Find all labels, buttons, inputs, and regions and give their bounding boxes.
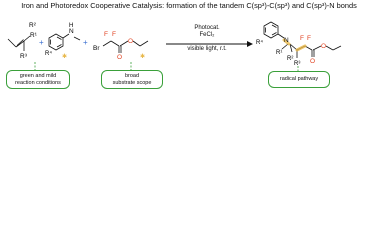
- product-structure: [263, 21, 342, 58]
- ester-f2: F: [112, 31, 116, 38]
- product-r4: R⁴: [256, 39, 263, 46]
- aniline-h: H: [69, 23, 73, 29]
- sparkle-icon-2: ✱: [140, 53, 145, 60]
- product-r1: R¹: [276, 50, 282, 56]
- aniline-structure: [48, 33, 81, 51]
- ester-structure: [102, 40, 149, 53]
- aniline-r4: R⁴: [45, 50, 52, 57]
- ester-o-single: O: [128, 38, 133, 45]
- product-o-double: O: [310, 58, 315, 65]
- page-title: Iron and Photoredox Cooperative Catalysi…: [21, 1, 357, 10]
- highlight-box-scope: broad substrate scope: [101, 70, 163, 89]
- highlight-cn-bond: [282, 38, 291, 46]
- alkene-r1: R¹: [30, 32, 38, 39]
- highlight-cc-bond: [295, 44, 307, 52]
- product-f2: F: [307, 35, 311, 42]
- product-r3: R³: [294, 61, 300, 67]
- reaction-scheme: R¹ R² R³ + N H R⁴ + Br F F O O: [7, 21, 342, 71]
- highlight-scope-line2: substrate scope: [112, 79, 152, 86]
- alkene-r2: R²: [29, 22, 37, 29]
- alkene-structure: [7, 35, 31, 51]
- highlight-scope-line1: broad: [124, 73, 140, 80]
- reaction-arrow: [166, 41, 253, 47]
- highlight-green-line1: green and mild: [19, 73, 57, 80]
- sparkle-icon: ✱: [62, 53, 67, 60]
- product-r2: R²: [287, 56, 293, 62]
- highlight-box-green-mild: green and mild reaction conditions: [6, 70, 70, 89]
- condition-fecl2: FeCl₂: [199, 32, 215, 38]
- condition-photocat: Photocat.: [194, 25, 220, 31]
- aniline-n: N: [69, 28, 74, 35]
- product-o-single: O: [321, 43, 326, 50]
- condition-visible-light: visible light, r.t.: [187, 46, 227, 52]
- alkene-r3: R³: [20, 53, 28, 60]
- highlight-radical-line1: radical pathway: [279, 76, 319, 83]
- plus-sign-2: +: [83, 38, 88, 47]
- ester-f1: F: [104, 31, 108, 38]
- ester-o-double: O: [117, 54, 122, 61]
- highlight-green-line2: reaction conditions: [15, 79, 61, 86]
- highlight-box-radical: radical pathway: [268, 71, 330, 88]
- product-n: N: [284, 37, 289, 44]
- ester-br: Br: [93, 45, 100, 52]
- plus-sign-1: +: [39, 38, 44, 47]
- product-f1: F: [300, 35, 304, 42]
- dashed-links: [34, 62, 299, 71]
